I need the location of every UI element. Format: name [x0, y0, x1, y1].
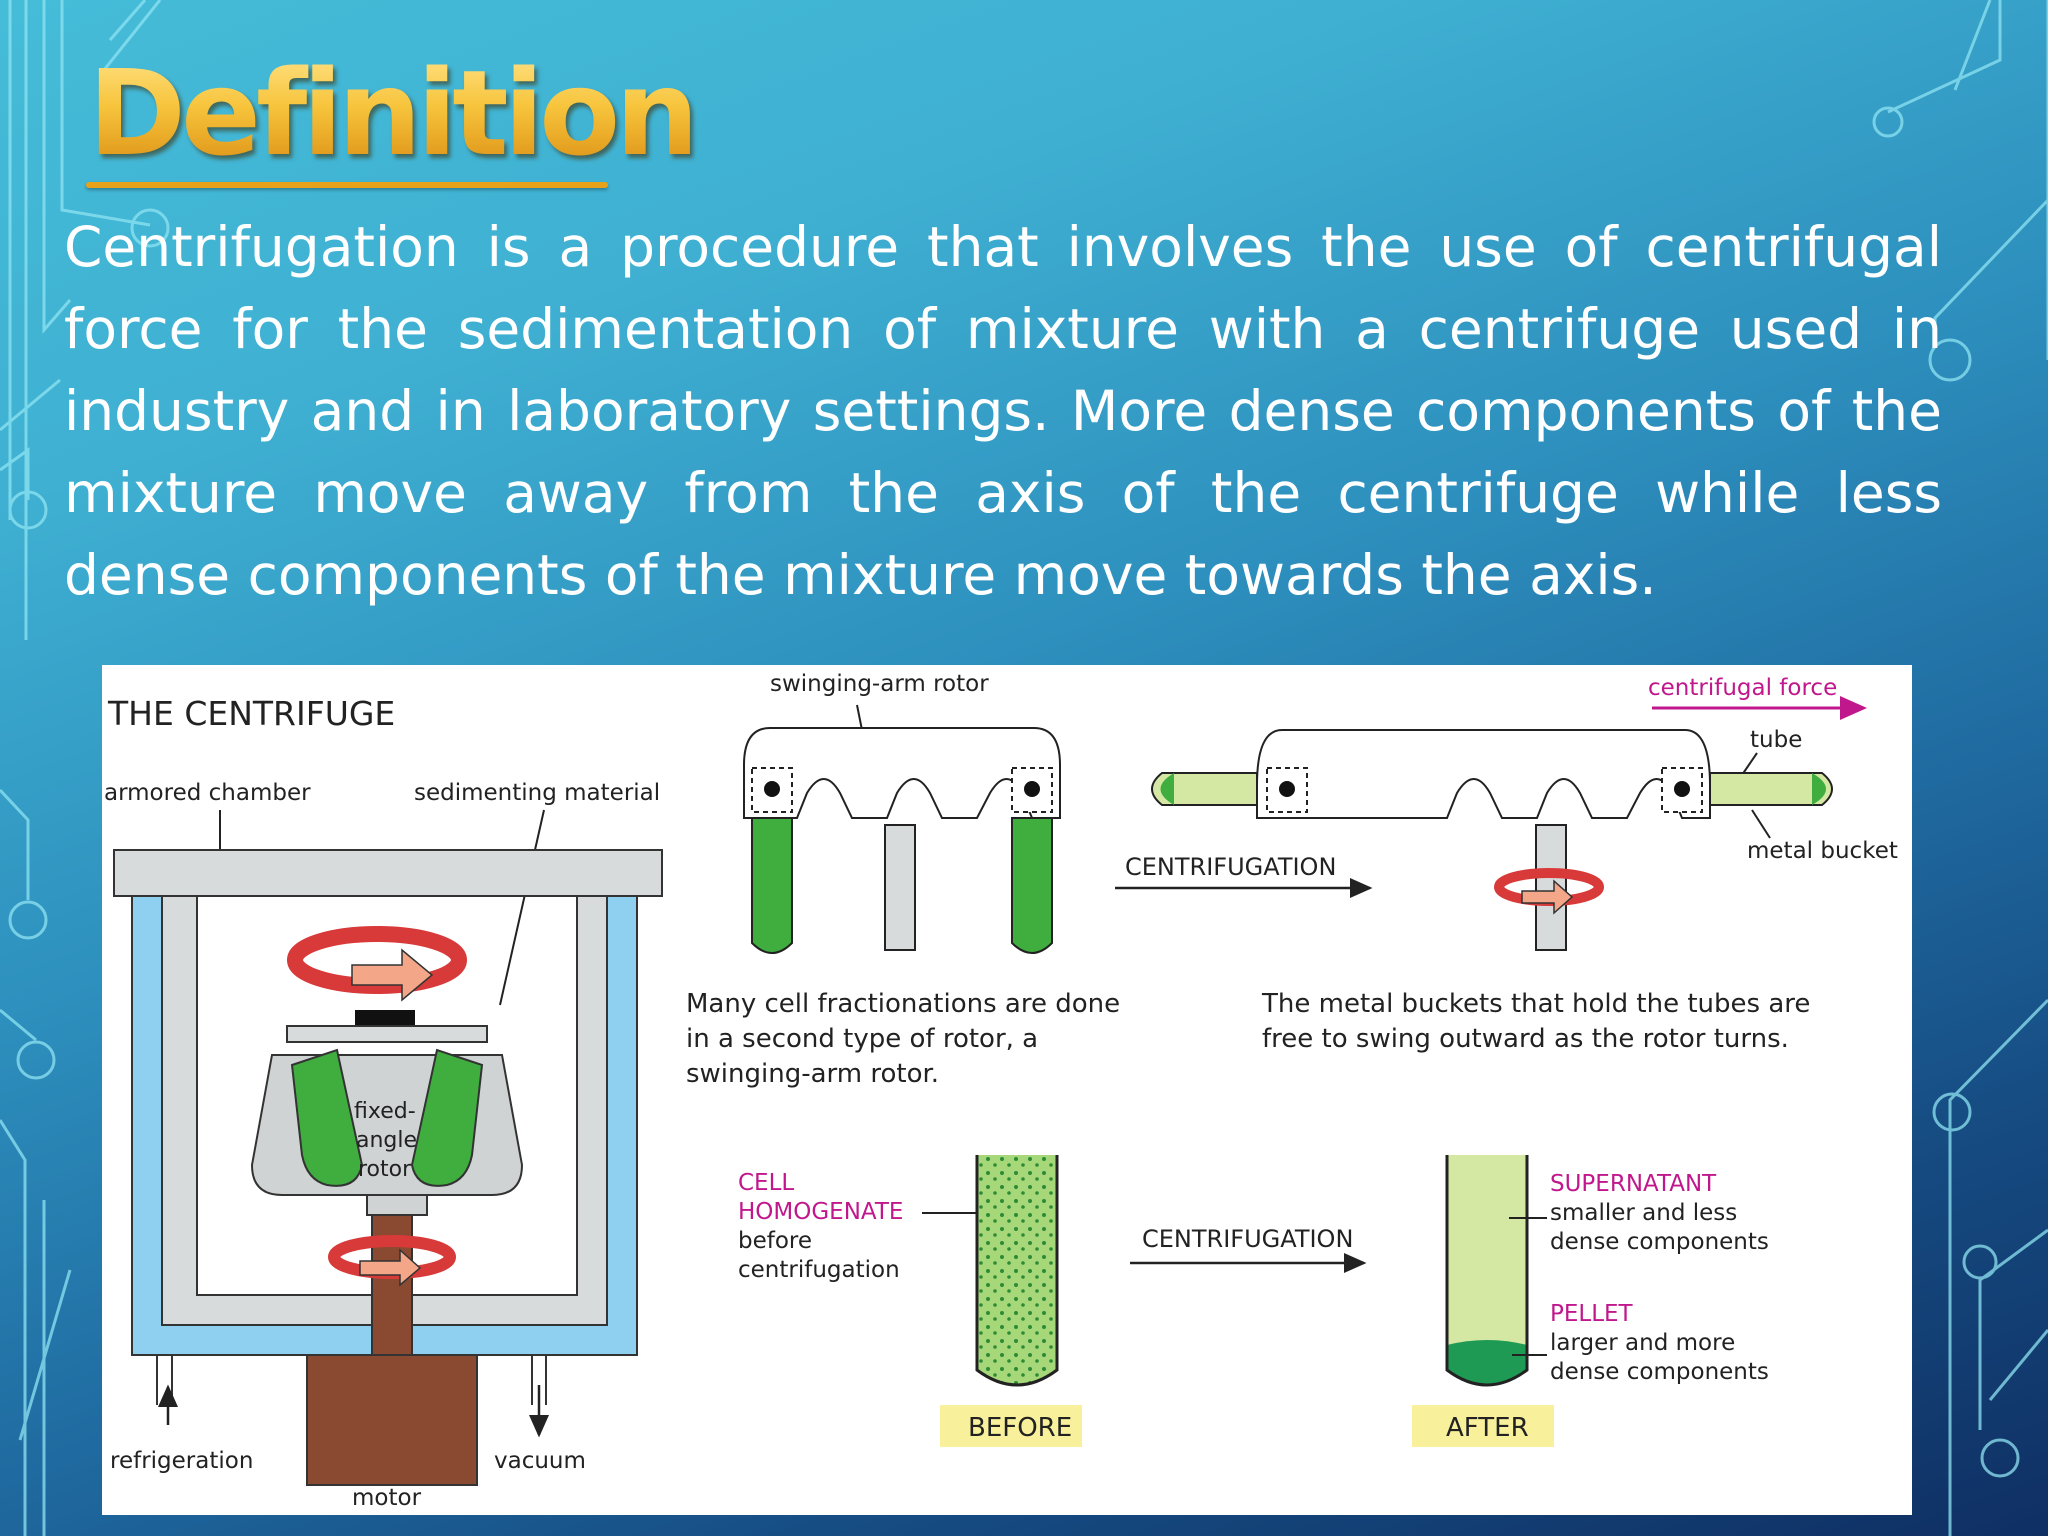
- label-metal-bucket: metal bucket: [1747, 838, 1898, 864]
- label-pellet-desc: dense components: [1550, 1359, 1769, 1385]
- label-sedimenting-material: sedimenting material: [414, 780, 660, 806]
- pointer-line: [1741, 752, 1758, 776]
- label-centrifugation-top: CENTRIFUGATION: [1125, 853, 1336, 881]
- label-pellet: PELLET: [1550, 1301, 1634, 1327]
- label-cell-homogenate: HOMOGENATE: [738, 1199, 903, 1225]
- tube-after: [1445, 1155, 1529, 1387]
- motor: [306, 1354, 478, 1486]
- pointer-line: [499, 809, 545, 1006]
- swinging-arm-rotor: [743, 727, 1061, 954]
- caption-left: in a second type of rotor, a: [686, 1024, 1038, 1054]
- label-before-centrifugation: centrifugation: [738, 1257, 900, 1283]
- definition-line: Centrifugation is a procedure that invol…: [64, 215, 1942, 279]
- centrifuge-figure: THE CENTRIFUGE armored chamber sedimenti…: [102, 665, 1912, 1515]
- rotor-cap: [355, 1010, 415, 1026]
- definition-line: industry and in laboratory settings. Mor…: [64, 379, 1942, 443]
- label-supernatant: SUPERNATANT: [1550, 1171, 1717, 1197]
- label-centrifugal-force: centrifugal force: [1648, 675, 1837, 701]
- label-vacuum: vacuum: [494, 1448, 586, 1474]
- label-fixed-angle-rotor: angle: [356, 1128, 417, 1153]
- chamber-lid: [113, 849, 663, 897]
- slide-title: Definition: [88, 44, 699, 182]
- caption-left: swinging-arm rotor.: [686, 1059, 939, 1089]
- tube-before: [975, 1155, 1059, 1387]
- figure-heading: THE CENTRIFUGE: [107, 694, 395, 733]
- rotation-arrow-top: [287, 926, 467, 1002]
- label-centrifugation-bottom: CENTRIFUGATION: [1142, 1225, 1353, 1253]
- vacuum-pipe: [531, 1355, 547, 1405]
- label-refrigeration: refrigeration: [110, 1448, 253, 1474]
- label-before-centrifugation: before: [738, 1228, 812, 1254]
- definition-line: dense components of the mixture move tow…: [64, 543, 1657, 607]
- caption-left: Many cell fractionations are done: [686, 989, 1120, 1019]
- label-motor: motor: [352, 1485, 422, 1511]
- title-underline: [86, 182, 608, 188]
- rotor-plate: [286, 1025, 488, 1043]
- label-after: AFTER: [1446, 1413, 1529, 1443]
- caption-right: free to swing outward as the rotor turns…: [1262, 1024, 1789, 1054]
- definition-line: mixture move away from the axis of the c…: [64, 461, 1942, 525]
- label-swinging-arm-rotor: swinging-arm rotor: [770, 671, 989, 697]
- centrifuge-diagram: THE CENTRIFUGE armored chamber sedimenti…: [104, 671, 1898, 1511]
- label-pellet-desc: larger and more: [1550, 1330, 1735, 1356]
- definition-line: force for the sedimentation of mixture w…: [64, 297, 1942, 361]
- label-tube: tube: [1750, 727, 1802, 753]
- caption-right: The metal buckets that hold the tubes ar…: [1261, 989, 1810, 1019]
- chamber-inner-wall: [161, 895, 608, 1326]
- label-before: BEFORE: [968, 1413, 1072, 1443]
- refrigeration-pipe: [156, 1355, 173, 1405]
- pointer-line: [1751, 809, 1771, 839]
- after-label-bg: [1412, 1405, 1554, 1447]
- label-cell-homogenate: CELL: [738, 1170, 794, 1196]
- rotor-tube-right: [410, 1048, 484, 1187]
- label-armored-chamber: armored chamber: [104, 780, 311, 806]
- label-supernatant-desc: dense components: [1550, 1229, 1769, 1255]
- before-label-bg: [940, 1405, 1082, 1447]
- rotor-tube-left: [290, 1048, 364, 1187]
- rotation-arrow-bottom: [328, 1235, 456, 1287]
- label-supernatant-desc: smaller and less: [1550, 1200, 1737, 1226]
- definition-text: Centrifugation is a procedure that invol…: [64, 206, 1942, 616]
- label-fixed-angle-rotor: fixed-: [354, 1099, 416, 1124]
- rotor-hub: [366, 1194, 428, 1216]
- spinning-rotor: [1151, 729, 1833, 951]
- label-fixed-angle-rotor: rotor: [358, 1157, 412, 1182]
